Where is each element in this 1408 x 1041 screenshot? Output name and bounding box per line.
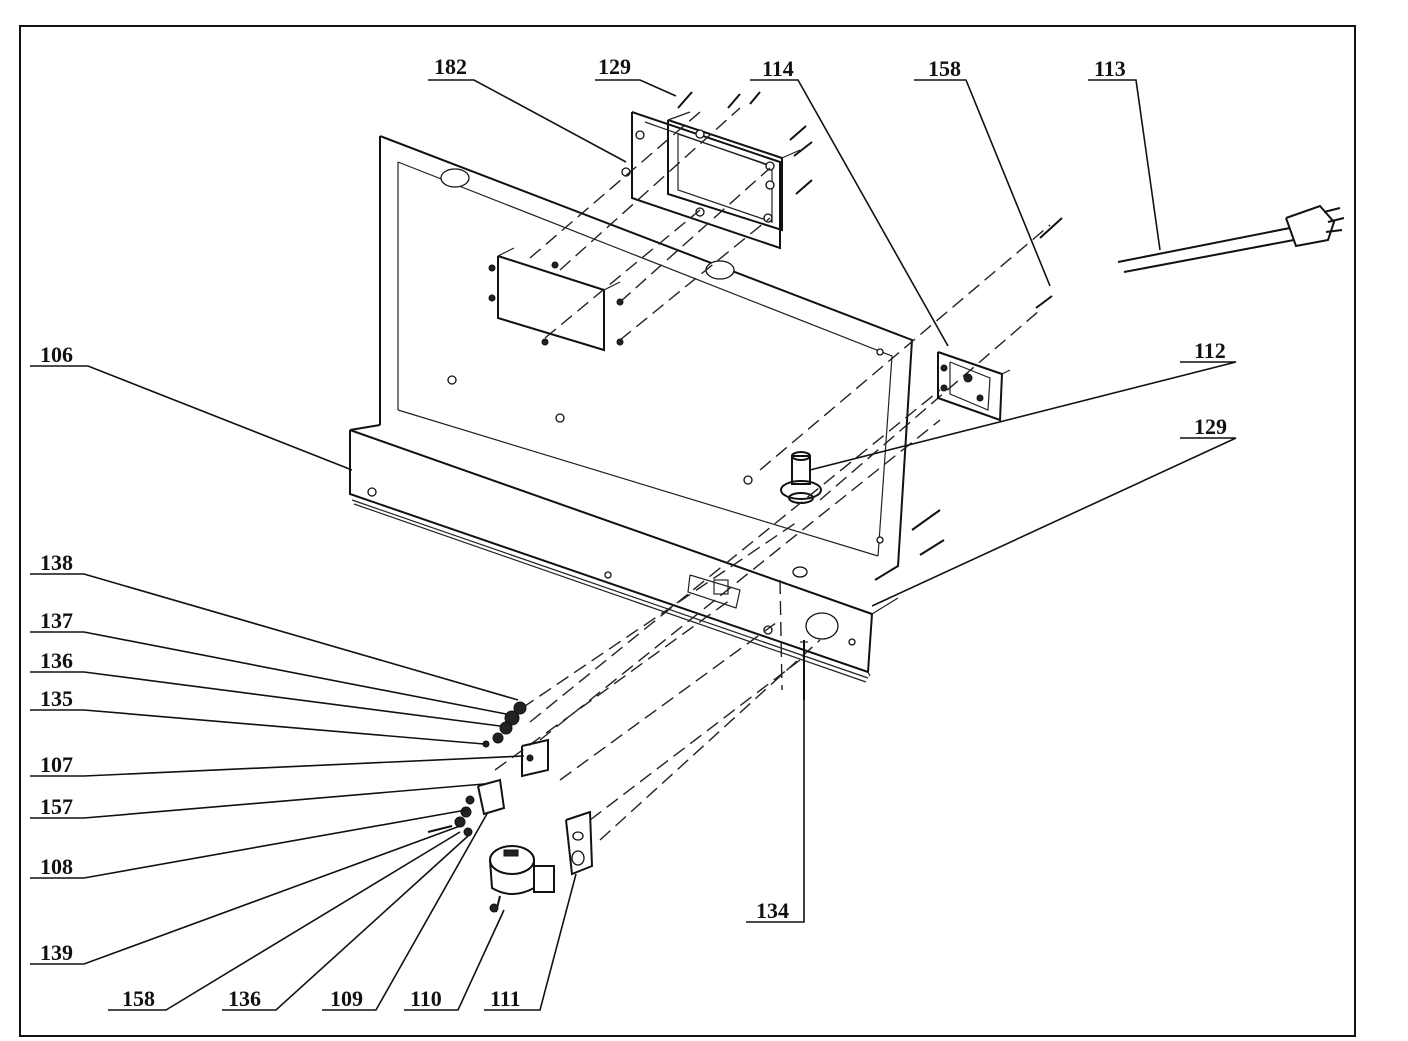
assembly-lines-lower — [494, 389, 941, 841]
callout-158-bottom: 158 — [122, 986, 155, 1011]
screw-134 — [800, 640, 808, 700]
callout-134: 134 — [756, 898, 789, 923]
callout-139: 139 — [40, 940, 73, 965]
callout-107: 107 — [40, 752, 73, 777]
callout-138: 138 — [40, 550, 73, 575]
receptacle — [937, 351, 1011, 422]
leader-lines — [30, 79, 1237, 1011]
callout-182: 182 — [434, 54, 467, 79]
callout-111: 111 — [490, 986, 521, 1011]
callout-136-bottom: 136 — [228, 986, 261, 1011]
hardware-stack — [427, 701, 549, 837]
callout-106: 106 — [40, 342, 73, 367]
callout-112: 112 — [1194, 338, 1226, 363]
callout-135: 135 — [40, 686, 73, 711]
panel-cutout-box — [488, 247, 624, 352]
callout-129-right: 129 — [1194, 414, 1227, 439]
thermostat-switch — [489, 845, 555, 913]
callout-113: 113 — [1094, 56, 1126, 81]
screws-top — [677, 91, 1063, 556]
callout-108: 108 — [40, 854, 73, 879]
callout-157: 157 — [40, 794, 73, 819]
back-panel — [349, 135, 914, 683]
callout-158-top: 158 — [928, 56, 961, 81]
diagram-frame — [19, 25, 1356, 1037]
callout-110: 110 — [410, 986, 442, 1011]
callout-129-top: 129 — [598, 54, 631, 79]
callout-109: 109 — [330, 986, 363, 1011]
callout-137: 137 — [40, 608, 73, 633]
callout-136-left: 136 — [40, 648, 73, 673]
callout-114: 114 — [762, 56, 794, 81]
power-cord — [1117, 204, 1345, 273]
strain-relief-grommet — [780, 451, 822, 504]
duct-bracket — [621, 111, 801, 250]
callout-labels: 182 129 114 158 113 106 112 129 138 137 … — [40, 54, 1227, 1011]
mounting-bracket — [565, 810, 594, 876]
assembly-lines-upper — [529, 107, 1051, 501]
